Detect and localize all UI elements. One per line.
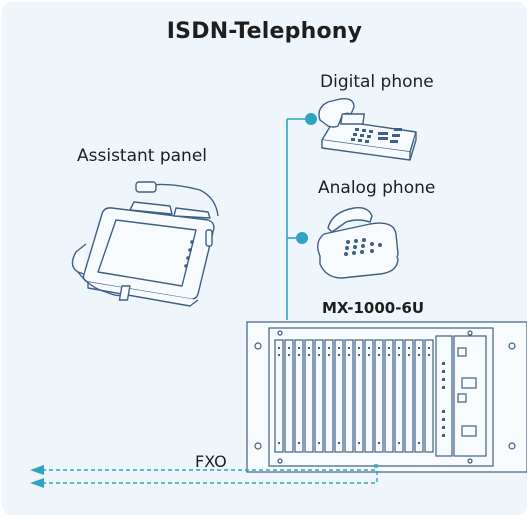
connector-lines [286,118,310,320]
digital-phone-connector-dot [305,113,317,125]
arrow-left-icon [30,478,44,488]
assistant-panel-label: Assistant panel [77,146,208,166]
digital-phone-label: Digital phone [320,72,434,92]
diagram-artwork [30,97,527,488]
analog-phone-label: Analog phone [318,178,436,198]
diagram-title: ISDN-Telephony [166,19,363,44]
fxo-link-label: FXO [195,452,227,471]
digital-phone-icon [318,97,417,161]
analog-phone-icon [317,206,399,279]
arrow-left-icon [30,465,44,475]
analog-phone-connector-dot [296,232,308,244]
server-label: MX-1000-6U [322,299,425,317]
server-rack-icon [246,321,527,473]
tablet-panel-icon [71,181,219,307]
diagram-canvas: ISDN-Telephony Digital phone Analog phon… [2,2,527,515]
fxo-link-lines [42,464,378,484]
